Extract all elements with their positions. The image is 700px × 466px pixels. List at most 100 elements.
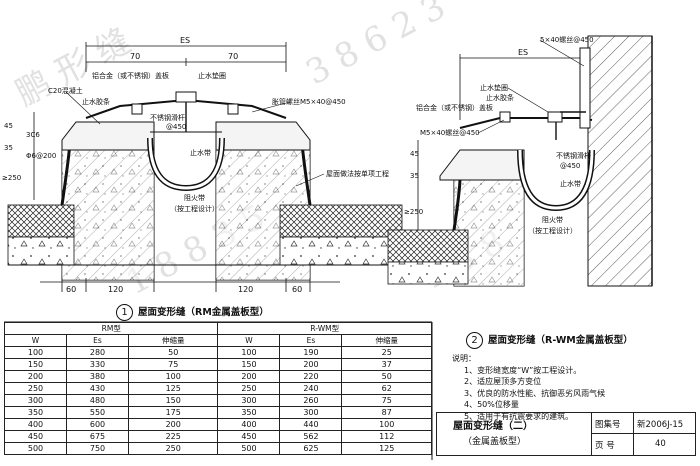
table-cell: 280 xyxy=(66,346,129,359)
table-header: 伸缩量 xyxy=(341,334,432,347)
table-header: Es xyxy=(279,334,343,347)
table-header: 伸缩量 xyxy=(127,334,219,347)
table-cell: 330 xyxy=(66,358,129,371)
table-cell: 500 xyxy=(4,442,67,455)
label-aluminum-right: 铝合金（或不锈钢）盖板 xyxy=(416,103,493,112)
table-cell: 50 xyxy=(341,370,432,383)
label-rod-spacing-left: @450 xyxy=(166,123,186,131)
left-dim-v1: 35 xyxy=(4,144,13,152)
label-3c6: 3C6 xyxy=(26,131,40,139)
table-cell: 562 xyxy=(279,430,343,443)
label-bolt-top-right: 5×40螺丝@450 xyxy=(540,35,594,44)
left-caption-text: 屋面变形缝（RM金属盖板型） xyxy=(138,307,269,318)
notes-heading: 说明： xyxy=(452,354,476,363)
right-caption: 2 屋面变形缝（R-WM金属盖板型） xyxy=(466,332,633,349)
page-value: 40 xyxy=(655,439,666,449)
table-cell: 430 xyxy=(66,382,129,395)
table-cell: 75 xyxy=(127,358,219,371)
title-block: 屋面变形缝（二） （金属盖板型） 图集号 新2006J-15 页 号 40 xyxy=(436,412,696,456)
right-caption-number: 2 xyxy=(466,332,483,349)
table-cell: 200 xyxy=(4,370,67,383)
label-roof-note: 屋面做法按单项工程 xyxy=(326,169,389,178)
left-caption-number: 1 xyxy=(116,304,133,321)
table-cell: 50 xyxy=(127,346,219,359)
table-cell: 150 xyxy=(127,394,219,407)
table-header: W xyxy=(217,334,281,347)
table-group-rm: RM型 xyxy=(3,322,219,335)
right-caption-text: 屋面变形缝（R-WM金属盖板型） xyxy=(488,335,633,346)
table-cell: 350 xyxy=(217,406,281,419)
right-dim-es: ES xyxy=(518,48,528,57)
table-cell: 62 xyxy=(341,382,432,395)
table-cell: 250 xyxy=(127,442,219,455)
label-aluminum-left: 铝合金（或不锈钢）盖板 xyxy=(92,71,169,80)
table-cell: 450 xyxy=(4,430,67,443)
label-waterstop-left: 止水带 xyxy=(190,148,211,157)
table-cell: 440 xyxy=(279,418,343,431)
left-dim-v3: ≥250 xyxy=(2,174,21,182)
label-rod-left: 不锈钢滑杆 xyxy=(150,113,185,122)
table-cell: 25 xyxy=(341,346,432,359)
note-item: 3、优良的防水性能、抗御恶劣风雨气候 xyxy=(464,388,606,398)
right-dim-v2: 45 xyxy=(410,150,419,158)
left-dim-es: ES xyxy=(180,36,190,45)
left-dim-b4: 60 xyxy=(292,285,302,294)
table-cell: 300 xyxy=(279,406,343,419)
table-group-rwm: R-WM型 xyxy=(217,322,432,335)
page-label: 页 号 xyxy=(595,441,615,451)
left-dim-b2: 120 xyxy=(108,285,123,294)
table-cell: 190 xyxy=(279,346,343,359)
table-cell: 550 xyxy=(66,406,129,419)
left-dim-v2: 45 xyxy=(4,122,13,130)
label-fire-note-right: （按工程设计） xyxy=(528,226,577,235)
table-cell: 100 xyxy=(341,418,432,431)
label-concrete: C20混凝土 xyxy=(48,86,83,95)
label-phi: Φ6@200 xyxy=(26,152,56,160)
table-cell: 150 xyxy=(4,358,67,371)
label-bolt-left: 胀管螺丝M5×40@450 xyxy=(272,97,346,106)
right-diagram: ES 35 45 ≥250 5×40螺丝@450 止水垫圈 止水胶条 铝合金（或… xyxy=(387,35,653,287)
table-cell: 500 xyxy=(217,442,281,455)
table-cell: 100 xyxy=(127,370,219,383)
label-fire-right: 阻火带 xyxy=(542,215,563,224)
table-cell: 220 xyxy=(279,370,343,383)
table-cell: 300 xyxy=(4,394,67,407)
table-cell: 225 xyxy=(127,430,219,443)
table-cell: 750 xyxy=(66,442,129,455)
table-header: Es xyxy=(66,334,129,347)
table-cell: 100 xyxy=(4,346,67,359)
table-cell: 380 xyxy=(66,370,129,383)
title-text: 屋面变形缝（二） xyxy=(453,421,533,432)
table-cell: 400 xyxy=(4,418,67,431)
table-cell: 200 xyxy=(217,370,281,383)
table-cell: 150 xyxy=(217,358,281,371)
table-cell: 240 xyxy=(279,382,343,395)
left-caption: 1 屋面变形缝（RM金属盖板型） xyxy=(116,304,269,321)
table-cell: 300 xyxy=(217,394,281,407)
atlas-value: 新2006J-15 xyxy=(637,420,684,430)
note-item: 4、50%位移量 xyxy=(464,400,519,409)
table-cell: 175 xyxy=(127,406,219,419)
table-cell: 200 xyxy=(127,418,219,431)
left-dim-b3: 120 xyxy=(238,285,253,294)
label-fire-left: 阻火带 xyxy=(184,193,205,202)
label-fire-note-left: （按工程设计） xyxy=(170,204,219,213)
label-stop-pad-left: 止水垫圈 xyxy=(198,71,226,80)
table-cell: 250 xyxy=(4,382,67,395)
note-item: 1、变形缝宽度“W”按工程设计。 xyxy=(464,365,582,375)
right-dim-v1: 35 xyxy=(410,172,419,180)
label-rod-right: 不锈钢滑杆 xyxy=(556,151,591,160)
table-cell: 400 xyxy=(217,418,281,431)
table-header: W xyxy=(4,334,67,347)
right-dim-v3: ≥250 xyxy=(404,208,423,216)
table-cell: 125 xyxy=(341,442,432,455)
table-cell: 125 xyxy=(127,382,219,395)
